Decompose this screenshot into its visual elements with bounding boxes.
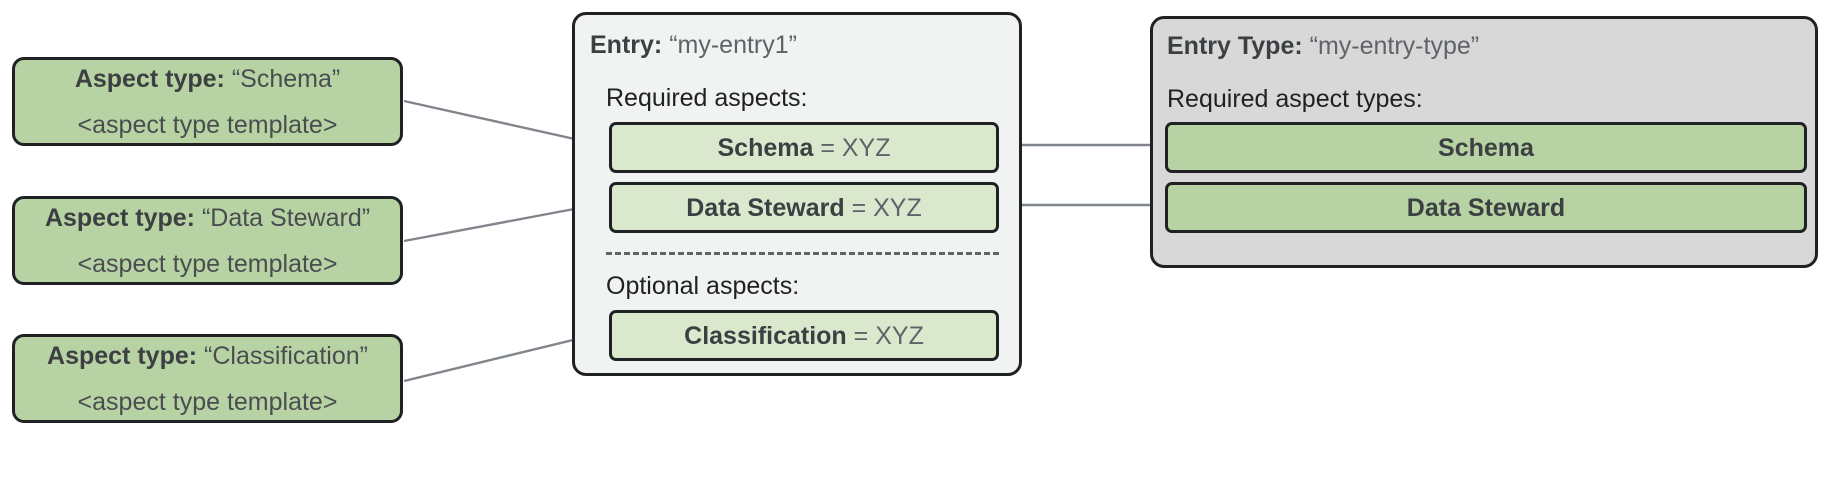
entry-required-aspect-schema-text: Schema = XYZ <box>717 134 890 162</box>
entry-required-aspect-data-steward-text: Data Steward = XYZ <box>686 194 922 222</box>
aspect-type-template-text: <aspect type template> <box>77 249 338 278</box>
entry-optional-aspects-heading: Optional aspects: <box>606 272 800 300</box>
aspect-type-name: Schema <box>1438 133 1534 162</box>
aspect-name: Data Steward <box>686 193 845 222</box>
entry-optional-aspect-classification-text: Classification = XYZ <box>684 322 924 350</box>
entry-required-aspect-schema[interactable]: Schema = XYZ <box>609 122 999 173</box>
aspect-assignment: = XYZ <box>820 133 891 162</box>
entry-value: “my-entry1” <box>669 31 797 59</box>
aspect-type-label: Aspect type: <box>74 64 225 93</box>
aspect-name: Schema <box>717 133 814 162</box>
entry-panel[interactable]: Entry: “my-entry1” Required aspects: Sch… <box>572 12 1022 376</box>
aspect-type-name: Data Steward <box>1406 193 1566 222</box>
entry-type-required-aspect-type-data-steward[interactable]: Data Steward <box>1165 182 1807 233</box>
entry-type-panel-title: Entry Type: “my-entry-type” <box>1167 31 1479 61</box>
aspect-type-value: “Classification” <box>204 341 368 370</box>
aspect-type-label: Aspect type: <box>47 341 198 370</box>
entry-required-aspects-heading: Required aspects: <box>606 84 808 112</box>
entry-type-value: “my-entry-type” <box>1309 32 1480 60</box>
aspect-type-template-text: <aspect type template> <box>77 387 338 416</box>
entry-required-aspect-data-steward[interactable]: Data Steward = XYZ <box>609 182 999 233</box>
entry-type-label: Entry Type: <box>1167 32 1303 60</box>
aspect-name: Classification <box>684 321 847 350</box>
aspect-type-card-schema[interactable]: Aspect type: “Schema” <aspect type templ… <box>12 57 403 146</box>
entry-label: Entry: <box>590 31 663 59</box>
required-optional-divider <box>606 252 999 255</box>
aspect-assignment: = XYZ <box>853 321 924 350</box>
aspect-type-card-title: Aspect type: “Classification” <box>47 341 368 371</box>
entry-type-required-aspect-type-schema[interactable]: Schema <box>1165 122 1807 173</box>
entry-optional-aspect-classification[interactable]: Classification = XYZ <box>609 310 999 361</box>
aspect-type-card-classification[interactable]: Aspect type: “Classification” <aspect ty… <box>12 334 403 423</box>
aspect-type-value: “Schema” <box>231 64 341 93</box>
aspect-type-template-text: <aspect type template> <box>77 110 338 139</box>
aspect-type-card-title: Aspect type: “Schema” <box>75 64 340 94</box>
entry-type-required-heading: Required aspect types: <box>1167 85 1423 113</box>
entry-panel-title: Entry: “my-entry1” <box>590 30 797 60</box>
aspect-type-label: Aspect type: <box>44 203 195 232</box>
aspect-type-value: “Data Steward” <box>201 203 371 232</box>
entry-type-panel[interactable]: Entry Type: “my-entry-type” Required asp… <box>1150 16 1818 268</box>
aspect-assignment: = XYZ <box>851 193 922 222</box>
aspect-type-card-data-steward[interactable]: Aspect type: “Data Steward” <aspect type… <box>12 196 403 285</box>
aspect-type-card-title: Aspect type: “Data Steward” <box>45 203 370 233</box>
